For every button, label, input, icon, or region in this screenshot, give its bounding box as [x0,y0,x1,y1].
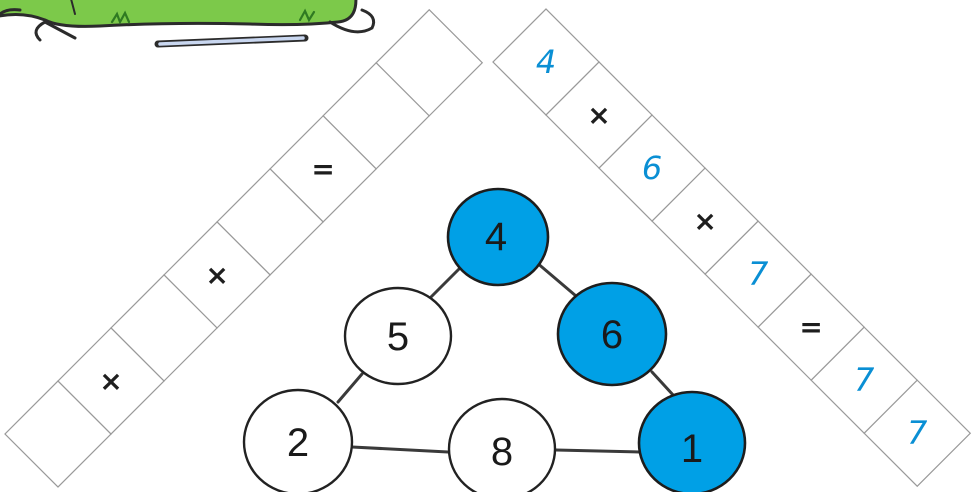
circle-bottom-right-number: 1 [681,427,703,471]
edge-bottom-right [556,450,640,452]
edge-bottom-left [352,447,448,452]
right-strip-digit: 7 [748,255,769,293]
left-equation-strip: × × = [5,10,482,487]
left-strip-operator: × [99,364,122,397]
circle-left-mid: 5 [345,288,451,384]
right-strip-digit: 7 [854,361,875,399]
left-strip-operator: = [311,152,334,185]
edge-top-right [536,262,576,296]
circle-top: 4 [448,189,548,285]
right-strip-operator: × [587,99,610,132]
right-strip-digit: 6 [642,149,662,187]
right-strip-operator: × [693,205,716,238]
circle-top-number: 4 [485,215,507,259]
circle-right-mid-number: 6 [601,313,623,357]
right-strip-digit: 4 [536,43,556,81]
green-monster-icon [0,0,374,40]
circle-bottom-mid: 8 [449,399,555,492]
circle-left-mid-number: 5 [387,315,409,359]
circle-right-mid: 6 [558,283,666,385]
left-strip-operator: × [205,258,228,291]
circle-bottom-left-number: 2 [287,421,309,465]
right-strip-digit: 7 [907,414,928,452]
circle-bottom-right: 1 [639,392,745,492]
right-strip-operator: = [799,311,822,344]
circle-bottom-left: 2 [244,390,352,492]
circle-bottom-mid-number: 8 [491,430,513,474]
magic-wand-icon [158,38,305,44]
edge-right-lower [652,372,674,396]
edge-left-lower [338,374,362,402]
